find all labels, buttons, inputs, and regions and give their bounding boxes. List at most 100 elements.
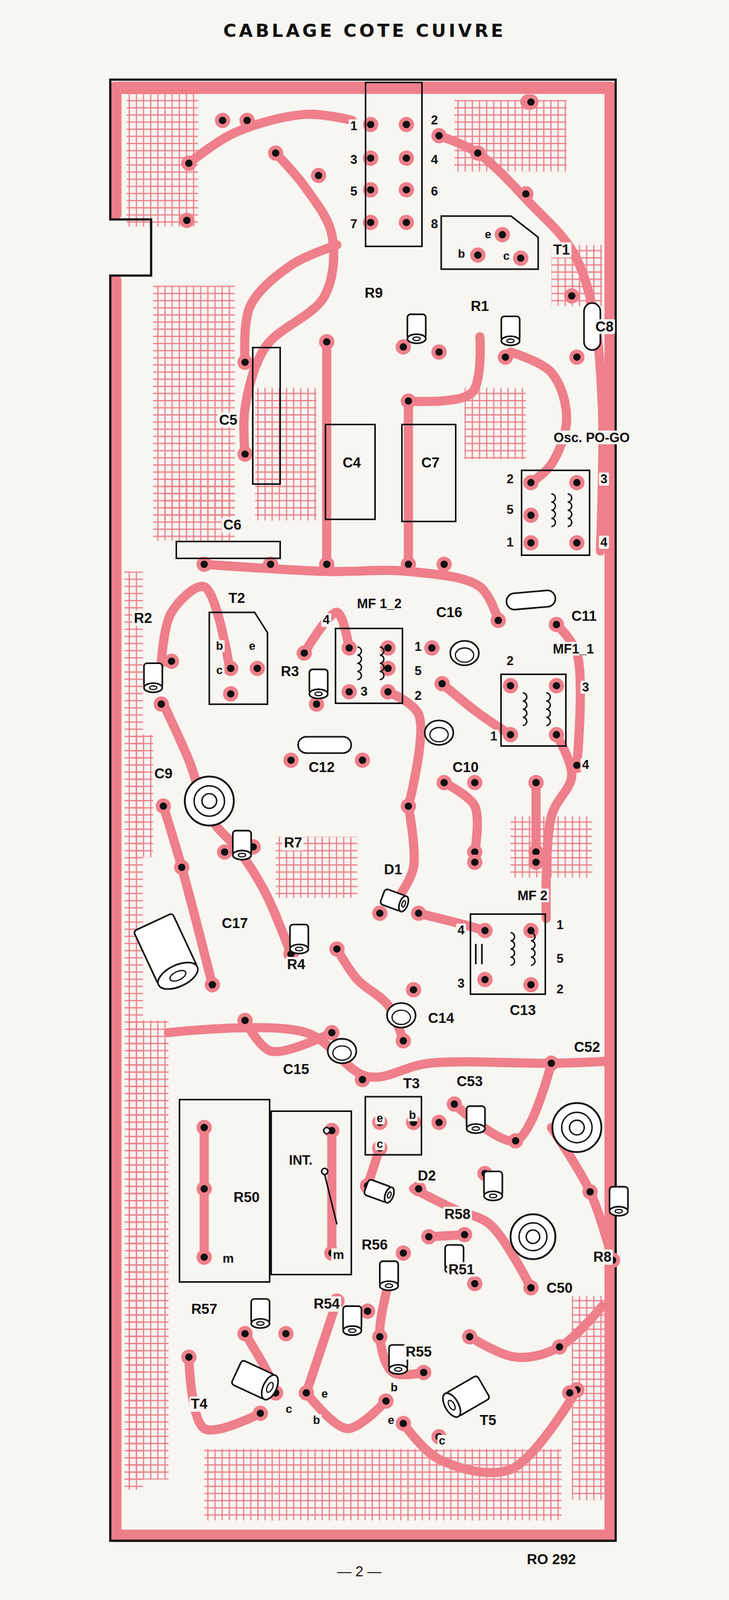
ground-grid (163, 479, 236, 521)
solder-pad (415, 1365, 432, 1381)
solder-pad (298, 1385, 315, 1401)
disc-capacitor (386, 1003, 416, 1028)
pin-number: 2 (504, 472, 515, 486)
page-title: CABLAGE COTE CUIVRE (222, 20, 506, 42)
solder-pad (548, 616, 565, 633)
outline-shape (441, 216, 539, 270)
solder-pad (518, 186, 534, 202)
solder-pad (523, 1280, 539, 1296)
solder-pads (153, 94, 621, 1445)
coil-symbol (546, 693, 551, 726)
solder-pad (310, 168, 327, 184)
ground-grid (203, 1449, 562, 1521)
solder-pad (341, 640, 357, 656)
ground-grid (255, 387, 317, 521)
part-label: R9 (363, 285, 385, 301)
disc-capacitor (424, 720, 454, 745)
solder-pad (523, 535, 539, 551)
ground-grid (126, 93, 199, 227)
solder-pad (431, 344, 447, 360)
transistor-symbol (230, 1359, 282, 1403)
part-label: C7 (419, 455, 442, 471)
solder-pad (405, 982, 422, 998)
solder-pad (155, 798, 171, 814)
solder-pad (398, 182, 414, 198)
switch-outline: INT.m (270, 1110, 353, 1277)
resistor-symbol (250, 1299, 270, 1329)
solder-pad (395, 1033, 412, 1049)
part-label: T1 (551, 242, 572, 258)
pin-name: e (374, 1112, 385, 1125)
part-label: R51 (446, 1261, 477, 1277)
component-outlines (133, 303, 628, 1421)
part-label: C15 (281, 1062, 311, 1077)
pin-number: 5 (555, 952, 566, 966)
solder-pad (508, 1133, 524, 1149)
pin-number: 2 (555, 983, 566, 997)
capacitor-outline: C5 (251, 346, 281, 485)
part-label: C6 (221, 517, 243, 533)
solder-pad (457, 1227, 473, 1243)
outline-shape (209, 612, 268, 705)
electrolytic-capacitor (185, 776, 235, 826)
solder-pad (494, 227, 510, 243)
disc-capacitor (450, 640, 479, 666)
solder-pad (467, 775, 483, 791)
resistor-symbol (343, 1306, 362, 1336)
part-label: R7 (282, 835, 305, 851)
solder-pad (153, 696, 170, 712)
coil-symbol (380, 647, 385, 680)
part-label: MF 1_2 (355, 596, 404, 611)
part-label: C52 (572, 1039, 602, 1055)
part-label: T3 (401, 1076, 422, 1092)
part-label: C14 (426, 1011, 456, 1026)
pin-number: 8 (429, 217, 440, 231)
part-label: INT. (287, 1152, 314, 1167)
solder-pad (431, 128, 447, 144)
solder-pad (548, 727, 565, 743)
copper-trace (510, 352, 567, 483)
solder-pad (434, 676, 450, 692)
resistor-symbol (143, 663, 163, 693)
solder-pad (400, 556, 416, 572)
solder-pad (400, 798, 416, 814)
resistor-symbol (407, 314, 426, 344)
solder-pad (252, 1405, 268, 1422)
pin-name: b (456, 248, 467, 261)
solder-pad (196, 1249, 212, 1266)
solder-pad (318, 556, 335, 572)
ground-grid (454, 100, 567, 172)
copper-traces (115, 88, 613, 1537)
coil-symbol (551, 493, 556, 527)
disc-capacitor (327, 1038, 357, 1064)
solder-pad (477, 972, 493, 988)
part-label: C50 (545, 1280, 575, 1296)
part-label: C8 (593, 318, 616, 334)
copper-trace (115, 81, 611, 94)
coil-symbol (530, 932, 536, 966)
solder-pad (237, 1013, 253, 1029)
solder-pad (204, 977, 220, 993)
part-label: T5 (478, 1413, 499, 1428)
solder-pad (196, 1120, 212, 1136)
solder-pad (470, 145, 486, 161)
pin-number: 3 (358, 684, 369, 698)
part-label: C17 (220, 916, 250, 931)
pin-number: 7 (348, 217, 359, 231)
ground-grid (132, 734, 154, 858)
solder-pad (523, 507, 539, 523)
copper-trace (336, 949, 404, 1042)
connector-block: 12345678 (364, 81, 423, 248)
pin-name: e (319, 1387, 330, 1401)
capacitor-outline: C4 (324, 423, 376, 521)
solder-pad (217, 844, 233, 860)
drawing-reference: RO 292 (525, 1551, 578, 1567)
part-label: C4 (341, 455, 363, 471)
pin-number: 1 (555, 918, 566, 932)
pin-number: 4 (429, 153, 440, 167)
solder-pad (318, 334, 335, 350)
electrolytic-capacitor (133, 913, 202, 996)
pin-number: 3 (580, 681, 591, 695)
solder-pad (296, 645, 313, 662)
copper-trace (546, 734, 572, 919)
